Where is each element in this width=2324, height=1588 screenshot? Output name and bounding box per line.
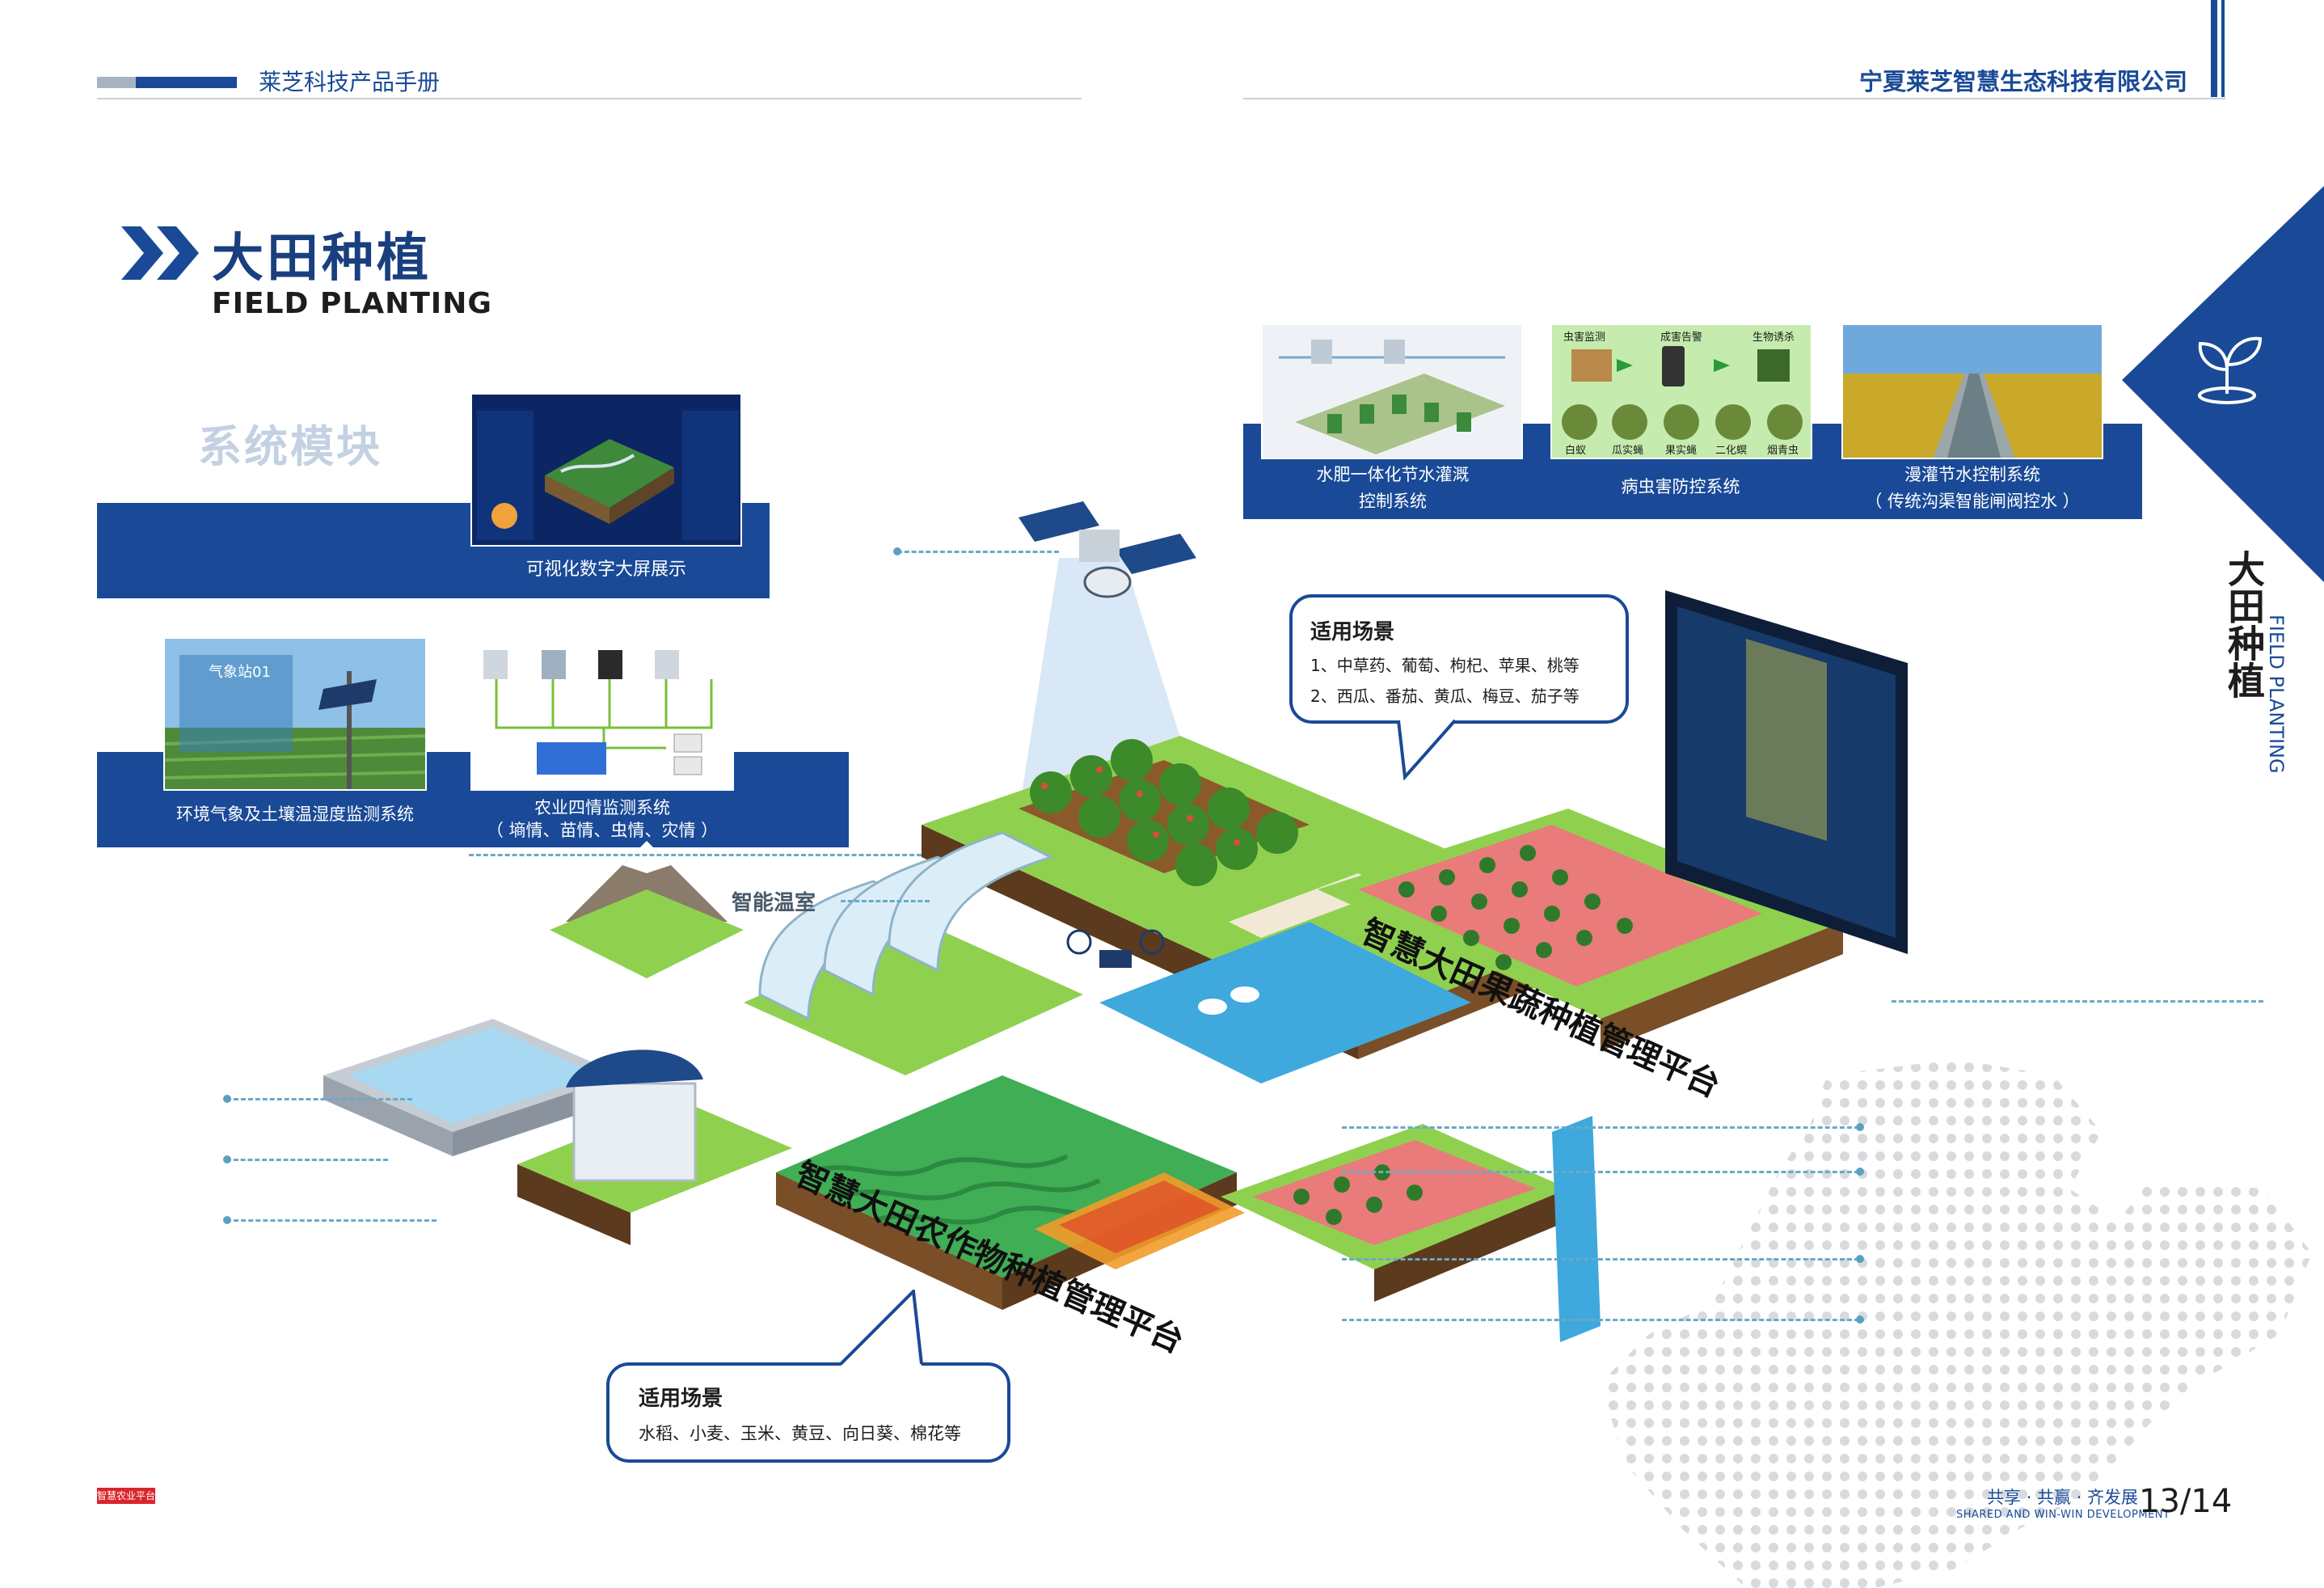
pest-insect-5: 烟青虫	[1767, 445, 1799, 457]
callout-crop-pointer	[839, 1290, 923, 1366]
irrigation-caption-2: 控制系统	[1359, 492, 1427, 511]
four-conditions-caption-2: （ 墒情、苗情、虫情、灾情 ）	[486, 821, 719, 840]
four-conditions-thumbnail[interactable]	[470, 637, 734, 791]
connector-left-3	[226, 1219, 437, 1222]
connector-left-2	[226, 1159, 388, 1161]
section-title-cn: 大田种植	[212, 229, 432, 289]
connector-right-2	[1342, 1126, 1859, 1129]
connector-greenhouse	[841, 900, 930, 902]
pest-insect-4: 二化螟	[1715, 445, 1748, 457]
callout-crop-title: 适用场景	[639, 1387, 723, 1411]
irrigation-caption-1: 水肥一体化节水灌溉	[1316, 465, 1470, 484]
footer-badge: 智慧农业平台	[97, 1488, 155, 1504]
pest-control-thumbnail[interactable]	[1550, 323, 1812, 459]
connector-right-4	[1342, 1258, 1859, 1261]
monitor-screen	[1665, 590, 1908, 954]
flood-irrigation-thumbnail[interactable]	[1841, 323, 2103, 459]
connector-right-5	[1342, 1319, 1859, 1321]
header-right-bar	[2211, 0, 2217, 97]
side-tab-title-en: FIELD PLANTING	[2265, 615, 2288, 774]
irrigation-thumbnail[interactable]	[1261, 323, 1523, 459]
visual-screen-thumbnail[interactable]	[470, 393, 742, 547]
pest-insect-2: 瓜实蝇	[1612, 445, 1644, 457]
connector-left-2-dot	[223, 1155, 231, 1164]
connector-left-1-dot	[223, 1095, 231, 1103]
header-right-bar-thin	[2221, 0, 2225, 97]
sprout-icon	[2198, 336, 2263, 404]
header-left-bar-grey	[97, 77, 136, 88]
pest-insect-1: 白蚁	[1565, 445, 1587, 457]
side-tab-title-cn: 大田种植	[2222, 550, 2266, 699]
connector-right-1	[1892, 1000, 2263, 1003]
flood-irrigation-caption-1: 漫灌节水控制系统	[1904, 465, 2040, 484]
callout-scenario-crop: 适用场景 水稻、小麦、玉米、黄豆、向日葵、棉花等	[606, 1362, 1010, 1463]
four-conditions-caption-1: 农业四情监测系统	[534, 798, 670, 817]
drone-icon	[1066, 929, 1165, 968]
connector-left-3-dot	[223, 1216, 231, 1224]
visual-screen-caption: 可视化数字大屏展示	[525, 560, 686, 580]
double-chevron-icon	[121, 226, 199, 280]
section-title-en: FIELD PLANTING	[212, 287, 492, 320]
callout-scenario-fruit: 适用场景 1、中草药、葡萄、枸杞、苹果、桃等 2、西瓜、番茄、黄瓜、梅豆、茄子等	[1289, 594, 1629, 724]
connector-right-3	[1342, 1171, 1859, 1173]
connector-right-5-dot	[1856, 1316, 1864, 1324]
env-monitor-caption: 环境气象及土壤温湿度监测系统	[176, 805, 414, 824]
connector-visual-dot	[893, 547, 901, 555]
weather-station-thumbnail[interactable]	[163, 637, 427, 791]
callout-crop-line1: 水稻、小麦、玉米、黄豆、向日葵、棉花等	[639, 1424, 961, 1443]
footer-slogan-en: SHARED AND WIN-WIN DEVELOPMENT	[1956, 1509, 2170, 1521]
page-number: 13/14	[2139, 1483, 2233, 1520]
dot-world-map	[1601, 1059, 2312, 1588]
header-left-rule	[97, 98, 1082, 99]
callout-fruit-pointer	[1397, 719, 1457, 781]
header-right-rule	[1243, 98, 2225, 99]
connector-right-3-dot	[1856, 1168, 1864, 1176]
callout-fruit-title: 适用场景	[1310, 620, 1395, 644]
connector-visual	[897, 551, 1059, 553]
footer-slogan-cn: 共享 · 共赢 · 齐发展	[1987, 1488, 2139, 1507]
side-tab-triangle	[2122, 186, 2324, 582]
pest-step-1: 虫害监测	[1563, 332, 1606, 344]
weather-station-badge: 气象站01	[209, 664, 271, 681]
smart-farm-scene	[323, 501, 1908, 1342]
modules-heading: 系统模块	[198, 421, 382, 472]
connector-monitoring	[469, 854, 922, 856]
connector-right-4-dot	[1856, 1255, 1864, 1263]
connector-left-1	[226, 1098, 412, 1100]
greenhouse-label: 智能温室	[732, 891, 816, 915]
header-right-title: 宁夏莱芝智慧生态科技有限公司	[1859, 68, 2188, 95]
satellite-icon	[1019, 501, 1196, 598]
pest-step-2: 成害告警	[1660, 332, 1703, 344]
flood-irrigation-caption-2: （ 传统沟渠智能闸阀控水 ）	[1865, 492, 2080, 511]
pest-insect-3: 果实蝇	[1665, 445, 1698, 457]
pest-control-caption: 病虫害防控系统	[1621, 477, 1740, 496]
callout-fruit-line1: 1、中草药、葡萄、枸杞、苹果、桃等	[1310, 656, 1580, 675]
pest-step-3: 生物诱杀	[1752, 332, 1795, 344]
connector-right-2-dot	[1856, 1123, 1864, 1131]
header-left-bar-blue	[136, 77, 237, 88]
callout-fruit-line2: 2、西瓜、番茄、黄瓜、梅豆、茄子等	[1310, 686, 1580, 706]
header-left-title: 莱芝科技产品手册	[259, 69, 441, 95]
